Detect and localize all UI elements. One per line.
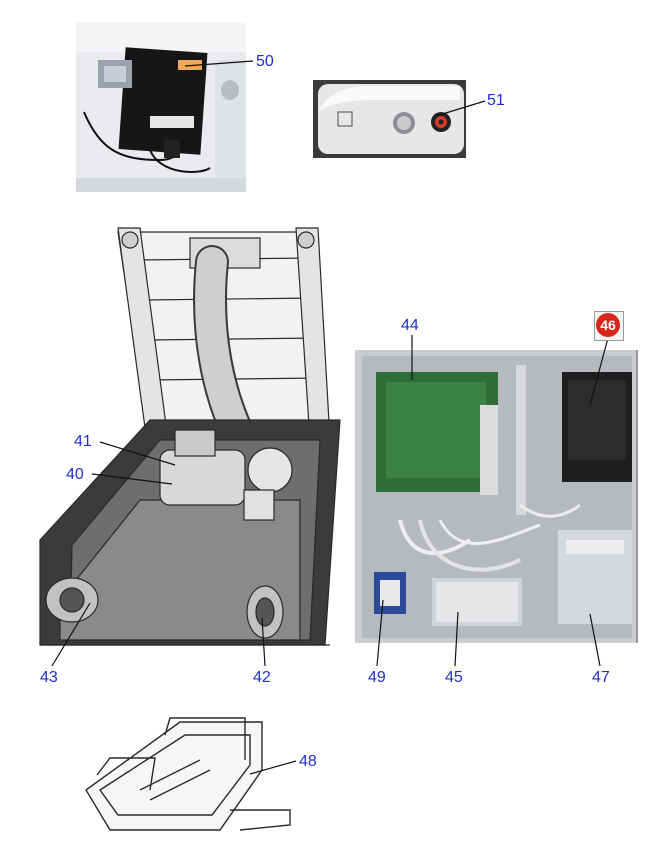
callout-48: 48 [299, 753, 317, 770]
callout-46-badge: 46 [596, 313, 620, 337]
callout-45: 45 [445, 669, 463, 686]
callout-43: 43 [40, 669, 58, 686]
photo-part-50 [76, 22, 246, 192]
photo-part-51 [313, 80, 466, 158]
callout-40: 40 [66, 466, 84, 483]
callout-49: 49 [368, 669, 386, 686]
drawing-tray-48 [85, 717, 291, 831]
drawing-lift-frame [39, 227, 341, 646]
callout-42: 42 [253, 669, 271, 686]
callout-50: 50 [256, 53, 274, 70]
leader-lines [51, 60, 609, 775]
callout-47: 47 [592, 669, 610, 686]
callout-41: 41 [74, 433, 92, 450]
callout-44: 44 [401, 317, 419, 334]
callout-51: 51 [487, 92, 505, 109]
photo-control-cabinet [355, 350, 638, 643]
